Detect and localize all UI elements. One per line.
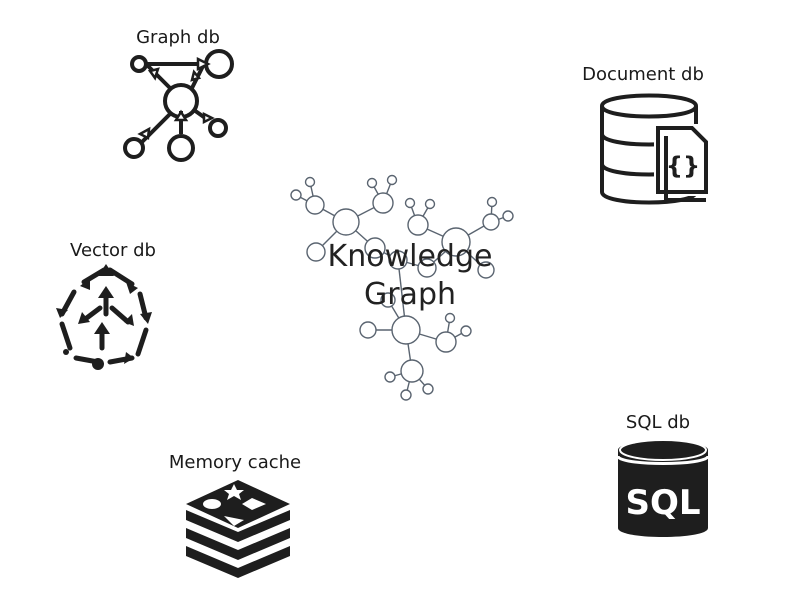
center-title: Knowledge Graph (328, 238, 493, 314)
sql-icon-text: SQL (625, 483, 700, 523)
memory-cache-label: Memory cache (168, 452, 302, 473)
center-title-line-1: Knowledge (327, 239, 493, 274)
stacked-layers-icon (186, 480, 290, 578)
document-db-label: Document db (582, 64, 704, 85)
knowledge-graph-network-icon (290, 174, 514, 401)
graph-network-icon (123, 49, 234, 162)
vector-db-label: Vector db (70, 240, 156, 261)
database-document-icon: {} (600, 93, 708, 205)
center-title-line-2: Graph (363, 277, 457, 312)
vector-arrows-icon (56, 264, 152, 370)
document-icon-braces: {} (666, 152, 700, 180)
graph-db-label: Graph db (136, 27, 220, 48)
sql-db-label: SQL db (625, 412, 691, 433)
sql-database-icon: SQL (616, 439, 710, 537)
